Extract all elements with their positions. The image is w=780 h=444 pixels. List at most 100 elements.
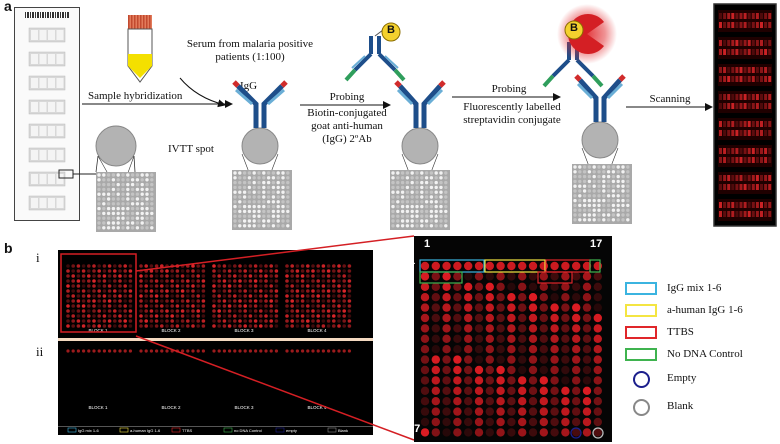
array-dot — [116, 178, 120, 182]
spot — [128, 269, 133, 273]
spot — [248, 299, 253, 303]
spot — [186, 299, 190, 303]
spot — [326, 314, 331, 318]
array-dot — [415, 176, 419, 180]
zoom-spot — [593, 365, 602, 375]
array-dot — [257, 224, 261, 228]
array-dot — [400, 200, 405, 204]
array-dot — [271, 209, 276, 214]
array-dot — [247, 214, 252, 218]
array-dot — [126, 216, 130, 220]
spot — [118, 314, 122, 318]
spot — [113, 304, 117, 308]
spot — [290, 309, 294, 313]
spot — [71, 269, 75, 273]
spot — [342, 309, 347, 313]
array-dot — [130, 216, 135, 220]
array-dot — [621, 184, 625, 188]
spot — [259, 269, 263, 273]
spot — [76, 289, 81, 293]
spot — [311, 299, 315, 303]
scanning-label: Scanning — [649, 93, 691, 105]
spot — [269, 324, 273, 328]
scan-block — [718, 37, 772, 59]
spot — [222, 264, 227, 268]
legend-swatch — [625, 326, 657, 339]
spot — [217, 299, 221, 303]
zoom-spot — [453, 334, 462, 343]
spot — [217, 279, 221, 283]
spot — [285, 309, 289, 313]
spot — [66, 264, 70, 268]
spot — [123, 294, 127, 298]
array-dot — [573, 174, 577, 179]
zoom-spot — [507, 397, 516, 406]
array-patch-2 — [232, 170, 292, 230]
zoom-spot — [572, 324, 581, 333]
array-dot — [573, 189, 577, 193]
array-dot — [97, 173, 101, 177]
spot — [123, 284, 127, 288]
spot — [259, 299, 263, 303]
zoom-spot — [420, 365, 430, 375]
array-dot — [281, 209, 285, 214]
zoom-spot — [572, 407, 581, 416]
spot — [191, 299, 195, 303]
spot — [139, 289, 143, 293]
array-dot — [611, 203, 616, 208]
array-dot — [145, 226, 149, 230]
spot — [300, 299, 305, 303]
spot — [76, 269, 81, 273]
array-dot — [405, 204, 410, 209]
zoom-spot — [593, 397, 602, 406]
spot — [102, 279, 107, 283]
spot — [227, 284, 232, 288]
spot — [306, 269, 310, 273]
zoom-spot — [464, 293, 473, 302]
zoom-spot — [431, 376, 440, 385]
spot — [144, 284, 148, 288]
spot — [248, 304, 253, 308]
array-dot — [444, 180, 448, 185]
array-dot — [592, 203, 596, 208]
zoom-spot — [550, 417, 559, 427]
array-dot — [439, 171, 443, 175]
spot — [149, 284, 154, 288]
zoom-spot — [507, 428, 516, 437]
array-dot — [578, 203, 582, 208]
spot — [285, 269, 289, 273]
array-dot — [266, 200, 271, 204]
array-dot — [606, 179, 611, 184]
array-dot — [578, 218, 582, 222]
spot — [191, 349, 195, 353]
spot — [107, 274, 112, 278]
spot — [217, 294, 221, 298]
spot — [149, 279, 154, 283]
array-dot — [140, 211, 144, 216]
array-dot — [106, 197, 111, 201]
array-dot — [111, 221, 116, 225]
zoom-spot — [431, 293, 440, 302]
spot — [66, 324, 70, 328]
zoom-spot — [464, 376, 473, 385]
array-dot — [126, 206, 130, 211]
zoom-spot — [518, 345, 527, 354]
spot — [306, 294, 310, 298]
array-dot — [582, 213, 587, 217]
spot — [342, 299, 347, 303]
array-dot — [602, 174, 606, 179]
legend-label: Empty — [667, 372, 697, 384]
spot — [274, 284, 279, 288]
spot — [149, 304, 154, 308]
spot — [165, 309, 169, 313]
array-dot — [391, 224, 395, 228]
array-dot — [102, 202, 106, 206]
spot — [123, 264, 127, 268]
spot — [238, 264, 242, 268]
array-dot — [405, 195, 410, 199]
zoom-spot — [539, 261, 548, 271]
array-dot — [582, 184, 587, 188]
array-dot — [434, 190, 438, 194]
zoom-spot — [496, 261, 505, 271]
spot — [144, 314, 148, 318]
